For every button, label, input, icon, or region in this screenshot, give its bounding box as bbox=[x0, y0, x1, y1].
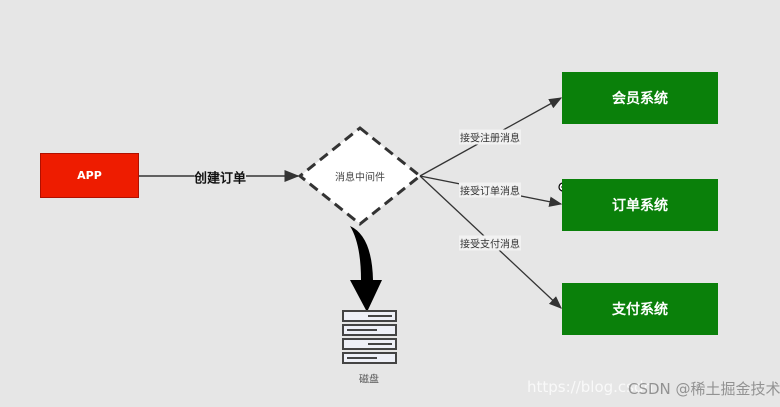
edge-label-register: 接受注册消息 bbox=[459, 129, 521, 145]
persist-arrow bbox=[350, 226, 382, 312]
create-order-label: 创建订单 bbox=[193, 167, 247, 187]
server-stack-icon bbox=[342, 310, 397, 364]
middleware-label: 消息中间件 bbox=[335, 172, 385, 184]
order-system-node: 订单系统 bbox=[562, 179, 718, 231]
app-node: APP bbox=[40, 153, 139, 198]
edge-label-payment: 接受支付消息 bbox=[459, 235, 521, 251]
payment-system-node: 支付系统 bbox=[562, 283, 718, 335]
middleware-diamond bbox=[297, 126, 423, 226]
edge-label-order: 接受订单消息 bbox=[459, 182, 521, 198]
disk-label: 磁盘 bbox=[359, 374, 379, 386]
watermark-url: https://blog.csdn bbox=[527, 378, 654, 396]
watermark-author: CSDN @稀土掘金技术社区 bbox=[628, 380, 780, 398]
member-system-node: 会员系统 bbox=[562, 72, 718, 124]
